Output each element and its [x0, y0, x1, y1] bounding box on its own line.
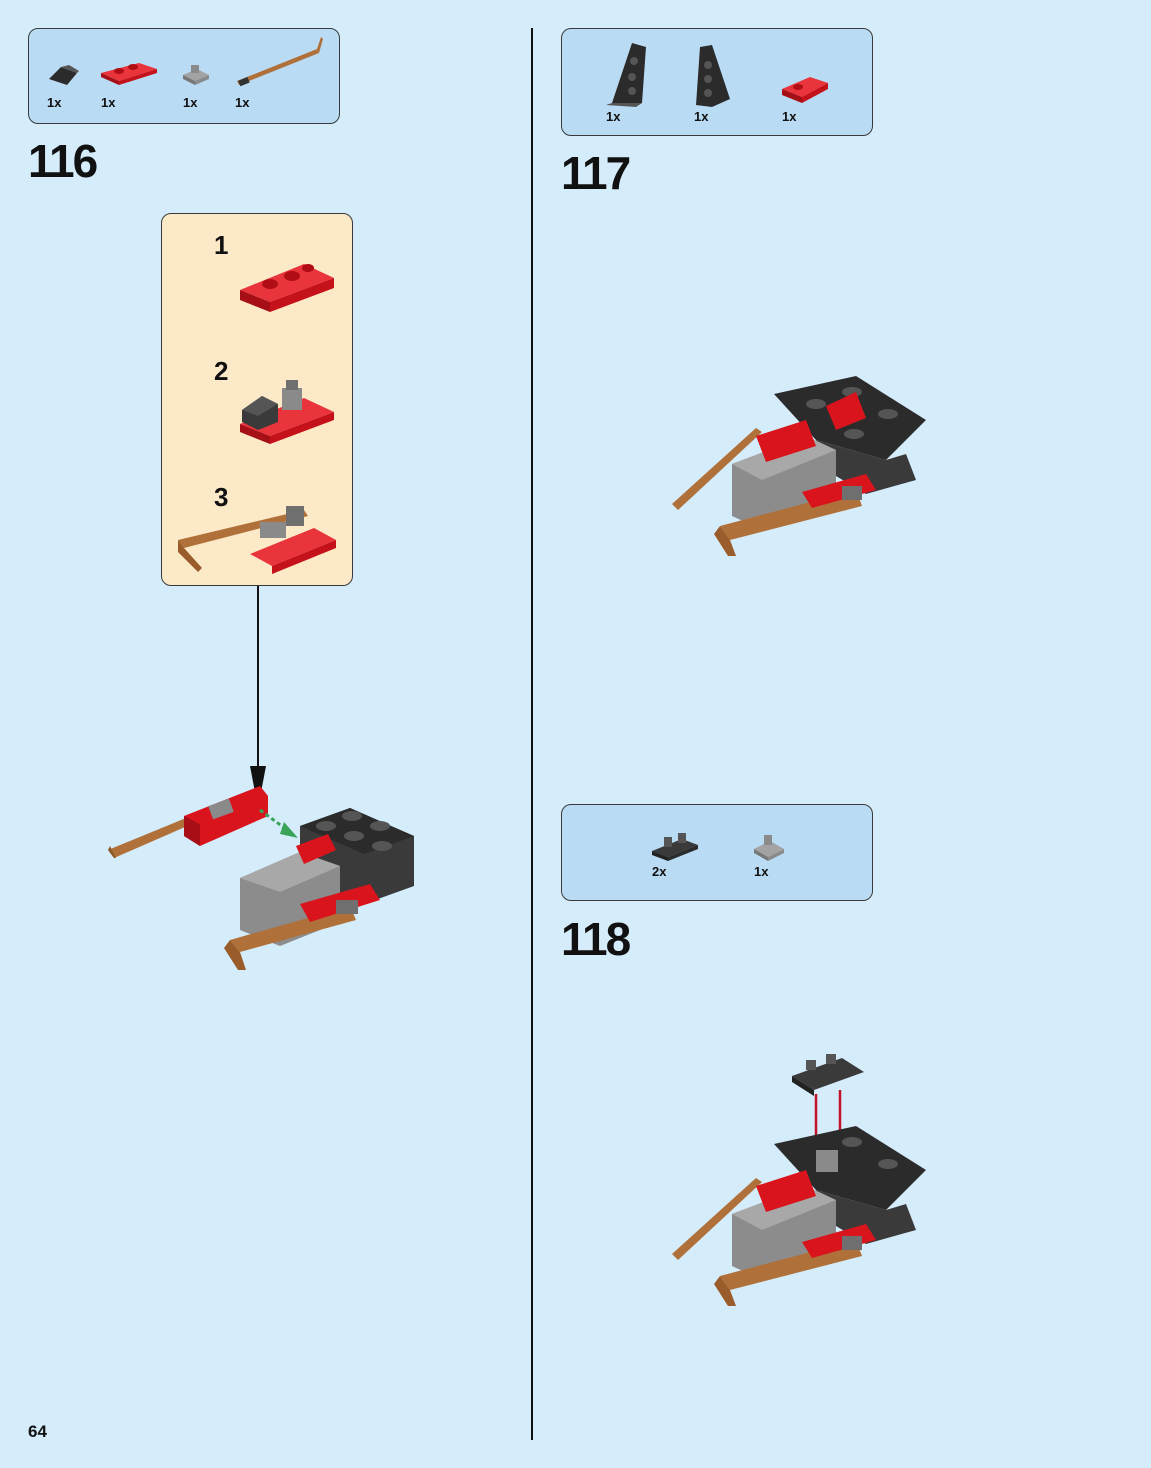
step-116-number: 116 [28, 134, 96, 188]
step-117-part-2-qty: 1x [694, 109, 708, 124]
gray-clip-icon [181, 63, 211, 87]
substep-1-number: 1 [214, 230, 228, 261]
black-clip-plate-icon [650, 831, 700, 863]
substep-2-number: 2 [214, 356, 228, 387]
column-divider [531, 28, 533, 1440]
step-118-model [666, 1050, 936, 1310]
step-116-model [100, 780, 440, 980]
page-number: 64 [28, 1422, 47, 1442]
step-117-part-1-qty: 1x [606, 109, 620, 124]
step-116-down-arrow [248, 586, 268, 808]
step-118-part-1-qty: 2x [652, 864, 666, 879]
step-116-parts-box: 1x 1x 1x 1x [28, 28, 340, 124]
step-117-parts-box: 1x 1x 1x [561, 28, 873, 136]
substep-3-assembly [176, 496, 346, 576]
step-117-model [666, 370, 936, 560]
step-116-part-4-qty: 1x [235, 95, 249, 110]
red-wedge-icon [780, 69, 830, 105]
substep-2-assembly [238, 374, 338, 446]
step-116-part-3-qty: 1x [183, 95, 197, 110]
black-slope-icon [47, 61, 81, 87]
step-118-part-2-qty: 1x [754, 864, 768, 879]
black-wedge-left-icon [602, 39, 652, 109]
brown-bar-icon [233, 35, 323, 91]
red-plate-icon [99, 61, 159, 85]
step-116-part-1-qty: 1x [47, 95, 61, 110]
substep-box: 1 2 3 [161, 213, 353, 586]
step-117-number: 117 [561, 146, 629, 200]
gray-clip-icon [752, 831, 786, 863]
step-118-number: 118 [561, 912, 629, 966]
step-116-part-2-qty: 1x [101, 95, 115, 110]
black-wedge-right-icon [690, 43, 734, 109]
step-118-parts-box: 2x 1x [561, 804, 873, 901]
substep-1-red-plate [238, 254, 338, 314]
step-117-part-3-qty: 1x [782, 109, 796, 124]
